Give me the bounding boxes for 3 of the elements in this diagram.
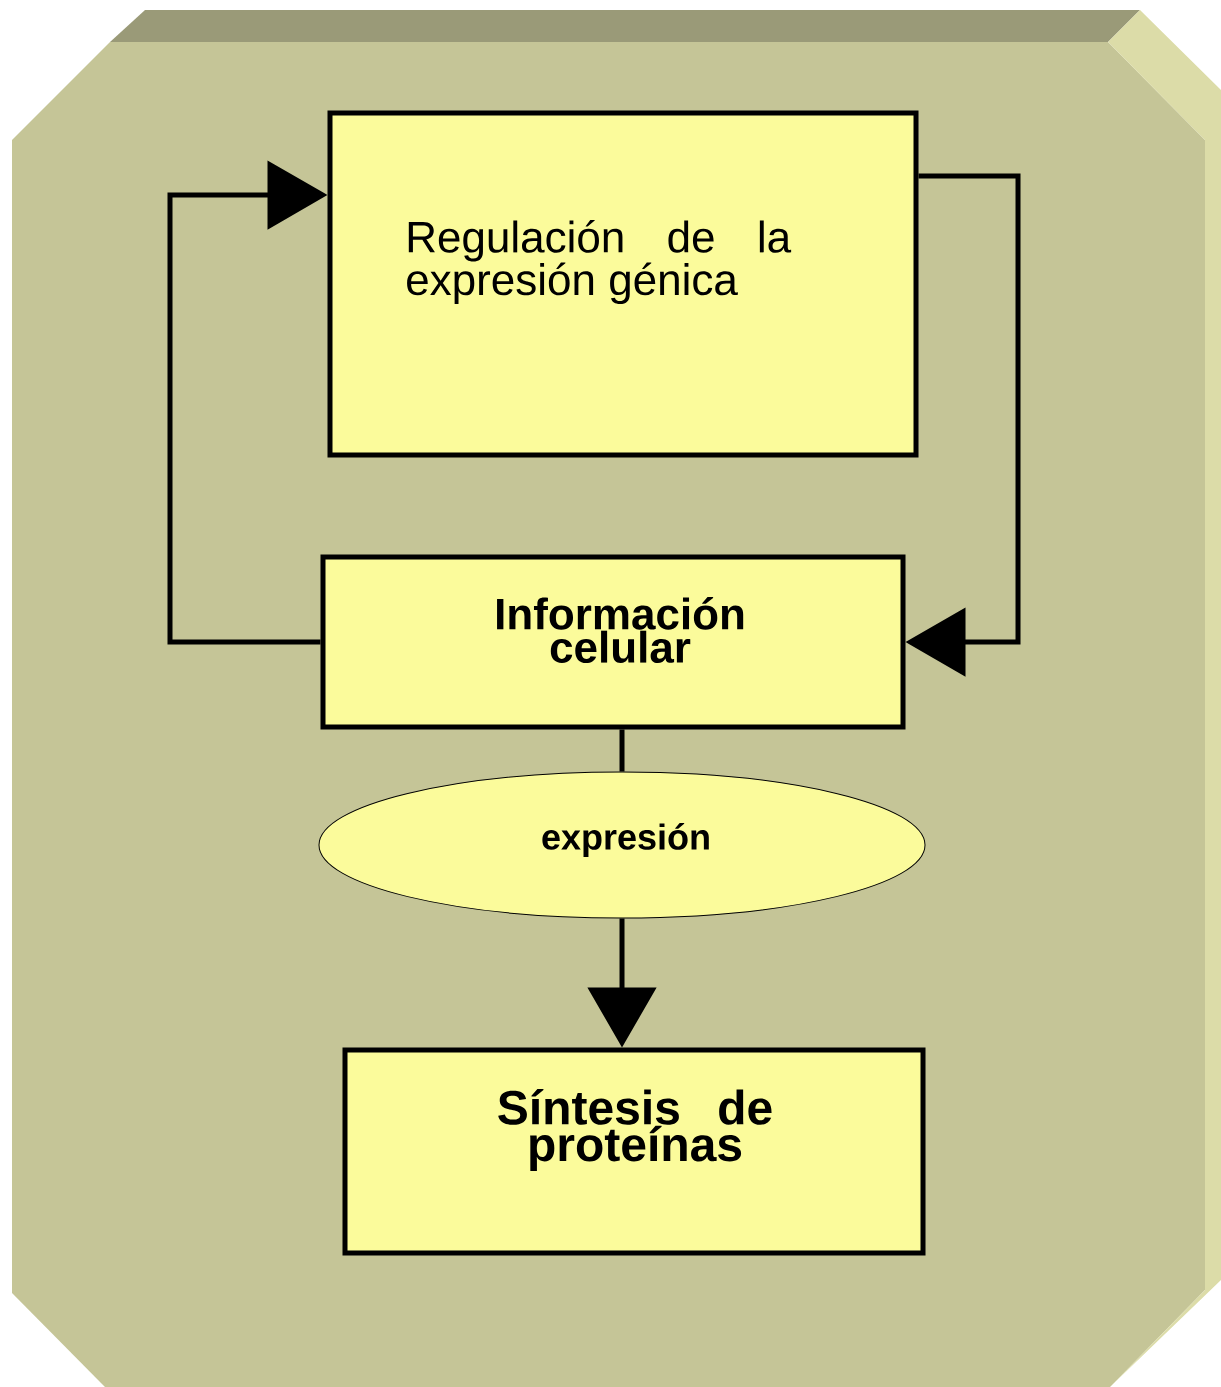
process-box: Regulación de la expresión génica <box>327 110 919 458</box>
process-box: Síntesis de proteínas <box>342 1047 926 1256</box>
process-box: Información celular <box>320 554 906 730</box>
